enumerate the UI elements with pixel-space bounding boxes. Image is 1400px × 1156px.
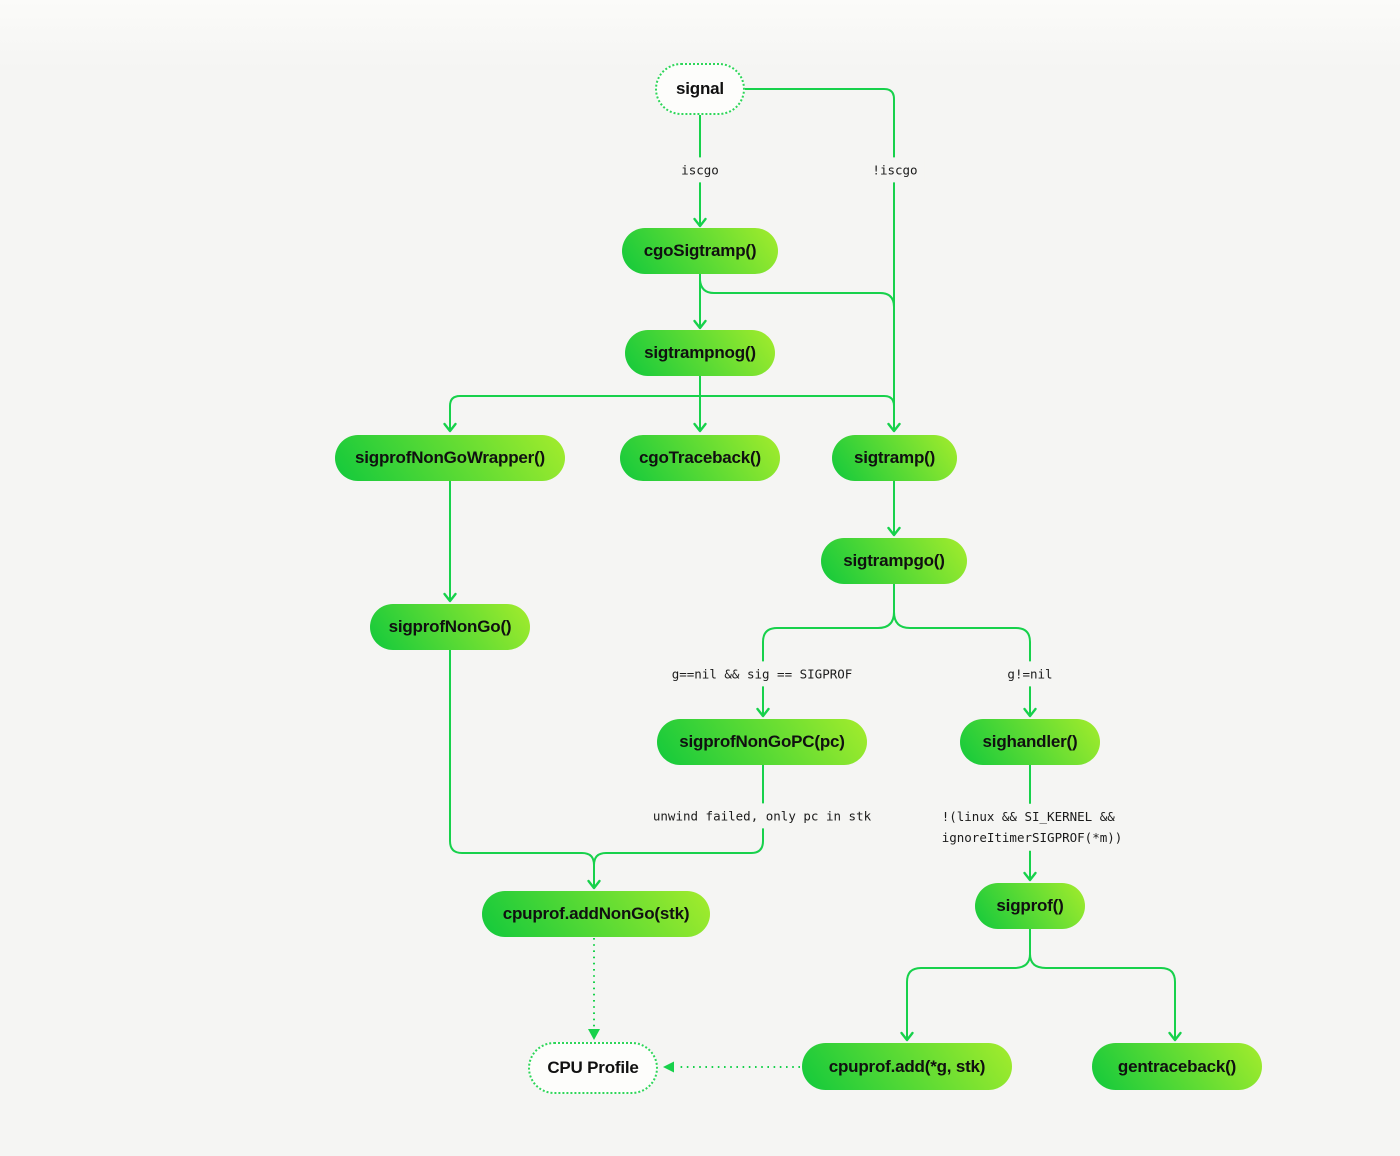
node-sighandler: sighandler() <box>960 719 1100 765</box>
edge-sigtrampnog-horizontal <box>449 395 895 407</box>
edge-sigtrampgo-right-branch <box>893 611 1031 715</box>
node-cgotraceback: cgoTraceback() <box>620 435 780 481</box>
node-sigprofnongo: sigprofNonGo() <box>370 604 530 650</box>
node-sigtrampnog: sigtrampnog() <box>625 330 775 376</box>
node-signal: signal <box>655 63 745 115</box>
node-cpuprof-addnongo: cpuprof.addNonGo(stk) <box>482 891 710 937</box>
arrowheads <box>443 217 1182 1073</box>
node-sigtramp: sigtramp() <box>832 435 957 481</box>
edge-sigtrampgo-left-branch <box>762 584 895 715</box>
edge-sigprofnongo-to-addnongo <box>449 650 595 887</box>
edge-sigprof-left-branch <box>906 929 1031 1039</box>
node-cpu-profile: CPU Profile <box>528 1042 658 1094</box>
node-sigprofnongopc: sigprofNonGoPC(pc) <box>657 719 867 765</box>
node-sigtrampgo: sigtrampgo() <box>821 538 967 584</box>
edge-label-g-not-nil: g!=nil <box>1000 661 1060 687</box>
edge-sigprof-right-branch <box>1029 953 1176 1039</box>
edge-label-linux-cond: !(linux && SI_KERNEL && ignoreItimerSIGP… <box>934 803 1130 851</box>
edge-signal-to-sigtramp <box>745 88 895 430</box>
edge-sigprofnongopc-to-addnongo <box>593 765 764 866</box>
edge-label-unwind-failed: unwind failed, only pc in stk <box>645 803 879 829</box>
node-gentraceback: gentraceback() <box>1092 1043 1262 1090</box>
edge-label-iscgo: iscgo <box>674 157 726 183</box>
node-cgosigtramp: cgoSigtramp() <box>622 228 778 274</box>
edge-cgosigtramp-branch-right <box>699 279 895 308</box>
edge-label-not-iscgo: !iscgo <box>865 157 925 183</box>
node-sigprofnongowrapper: sigprofNonGoWrapper() <box>335 435 565 481</box>
node-sigprof: sigprof() <box>975 883 1085 929</box>
edge-label-g-nil-sigprof: g==nil && sig == SIGPROF <box>664 661 860 687</box>
node-cpuprof-add: cpuprof.add(*g, stk) <box>802 1043 1012 1090</box>
